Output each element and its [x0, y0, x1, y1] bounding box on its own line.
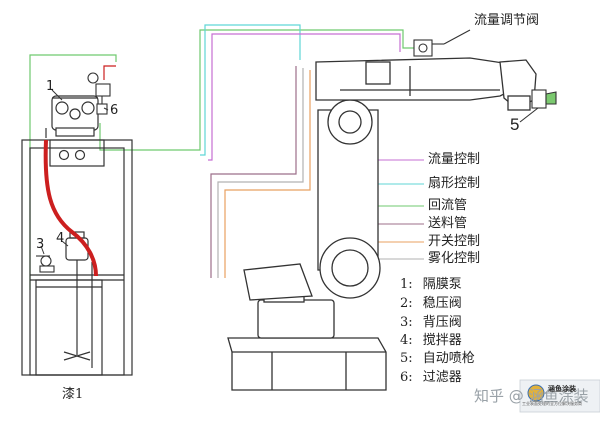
paint-cabinet [21, 139, 133, 376]
fan-control-line [200, 24, 301, 156]
agitator-icon [63, 231, 93, 368]
gauge-icon [58, 149, 70, 161]
badge-subtitle: 工业表面处理的全方位解决服务商 [522, 401, 582, 406]
part-number: 3: [400, 315, 413, 330]
legend-item: 回流管 [428, 198, 468, 213]
legend-item: 送料管 [428, 216, 468, 231]
gauge-icon [74, 149, 86, 161]
callout-back-pressure: 3 [36, 237, 45, 252]
part-number: 6: [400, 370, 413, 385]
spray-gun-icon [519, 89, 557, 123]
zhihu-logo-text: 知乎 [474, 387, 505, 405]
part-name: 搅拌器 [422, 333, 462, 348]
badge-title: 涵鱼涂装 [548, 385, 576, 393]
return-pipe-line-2 [99, 29, 414, 151]
legend-item: 雾化控制 [428, 251, 481, 266]
part-number: 2: [400, 296, 413, 311]
part-item: 1: 隔膜泵 [400, 278, 462, 291]
feed-pipe-line [210, 66, 297, 278]
part-name: 背压阀 [422, 315, 462, 330]
part-name: 自动喷枪 [422, 351, 475, 366]
regulator-icon [87, 72, 111, 115]
callout-spray-gun: 5 [510, 115, 520, 134]
part-number: 5: [400, 351, 413, 366]
tank-label: 漆1 [62, 387, 84, 402]
part-item: 5: 自动喷枪 [400, 352, 475, 365]
control-lines [29, 24, 414, 290]
part-name: 过滤器 [422, 370, 462, 385]
legend-item: 扇形控制 [428, 176, 481, 191]
part-name: 隔膜泵 [422, 277, 462, 292]
diaphragm-pump-icon [51, 95, 99, 137]
paint-tank [35, 279, 103, 376]
callout-leaders [40, 89, 109, 255]
robot-base [227, 337, 387, 391]
paint-hose [43, 139, 98, 277]
part-name: 稳压阀 [422, 296, 462, 311]
callout-agitator: 4 [56, 231, 65, 246]
atomize-control-line [217, 68, 304, 278]
part-item: 3: 背压阀 [400, 316, 462, 329]
flow-valve-label: 流量调节阀 [474, 13, 540, 28]
flow-valve-icon [413, 29, 471, 57]
part-item: 2: 稳压阀 [400, 297, 462, 310]
part-item: 6: 过滤器 [400, 371, 462, 384]
legend-item: 开关控制 [428, 234, 481, 249]
flow-control-line [208, 33, 401, 161]
callout-pump: 1 [46, 79, 55, 94]
callout-filter: 6 [110, 103, 119, 118]
legend-item: 流量控制 [428, 152, 481, 167]
air-line-red [103, 65, 116, 80]
part-item: 4: 搅拌器 [400, 334, 462, 347]
zhihu-watermark: 知乎 @ 涵鱼涂装 [474, 389, 589, 404]
robot-arm [227, 57, 537, 391]
switch-control-line [224, 70, 311, 278]
back-pressure-valve-icon [36, 255, 55, 273]
watermark-brand: 涵鱼涂装 [528, 387, 589, 405]
brand-badge [519, 379, 600, 413]
part-number: 4: [400, 333, 413, 348]
watermark-at: @ [508, 387, 524, 405]
robot-upper-arm [315, 57, 521, 101]
part-number: 1: [400, 277, 413, 292]
